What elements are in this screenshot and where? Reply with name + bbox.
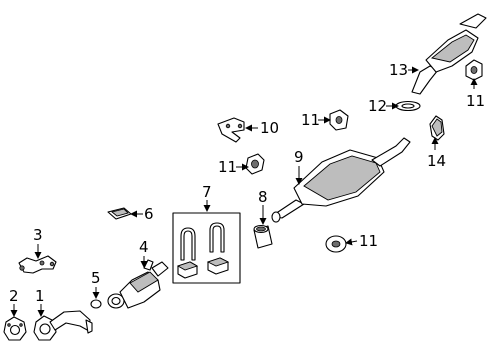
callout-7: 7 — [202, 183, 212, 201]
callout-10: 10 — [260, 119, 279, 137]
part-11-insulator-c — [325, 235, 347, 253]
callout-9: 9 — [294, 148, 304, 166]
callout-13: 13 — [389, 61, 408, 79]
part-3-bracket — [18, 255, 57, 274]
part-13-resonator — [411, 13, 487, 95]
part-9-muffler — [271, 137, 411, 223]
part-14-heat-shield — [429, 115, 445, 141]
callout-4: 4 — [139, 238, 149, 256]
leader-lines — [10, 66, 478, 317]
part-4-catalytic-converter — [107, 259, 169, 309]
part-10-hanger-bracket — [217, 117, 245, 143]
part-11-insulator-b — [329, 109, 349, 131]
callout-5: 5 — [91, 269, 101, 287]
callout-11-d: 11 — [466, 92, 485, 110]
callout-11-b: 11 — [301, 111, 320, 129]
callout-3: 3 — [33, 226, 43, 244]
callout-14: 14 — [427, 152, 446, 170]
callout-12: 12 — [368, 97, 387, 115]
callout-6: 6 — [144, 205, 154, 223]
part-11-insulator-a — [245, 153, 265, 175]
part-7-clamp-kit — [172, 212, 241, 284]
part-2-gasket — [3, 316, 27, 341]
callout-2: 2 — [9, 287, 19, 305]
part-1-front-pipe — [33, 310, 93, 341]
part-6-clip — [107, 207, 132, 220]
part-12-gasket — [395, 100, 421, 112]
part-8-pipe-tip — [253, 224, 273, 249]
callout-11-a: 11 — [218, 158, 237, 176]
part-5-gasket-ring — [90, 299, 102, 309]
callout-8: 8 — [258, 188, 268, 206]
callout-1: 1 — [35, 287, 45, 305]
callout-labels: 1 2 3 4 5 6 7 8 9 10 11 11 11 11 12 13 1… — [9, 61, 485, 305]
part-11-insulator-d — [465, 59, 483, 81]
callout-11-c: 11 — [359, 232, 378, 250]
